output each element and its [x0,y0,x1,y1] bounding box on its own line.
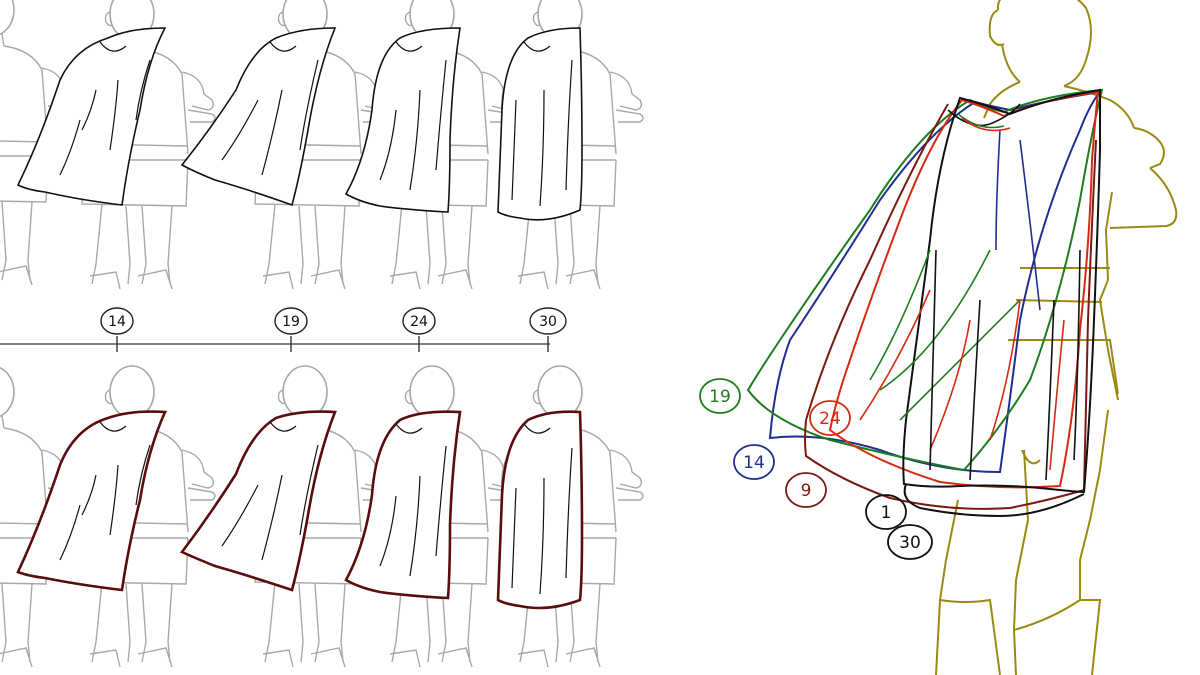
bottom-row [0,365,644,668]
overlay-cape-9 [804,103,1097,510]
timeline-badge [402,307,436,335]
overlay-label-text: 19 [709,387,731,407]
timeline-marker-14: 14 [100,307,134,352]
cape-top-30 [497,27,583,221]
overlay-label-text: 24 [819,409,841,429]
timeline-badge [100,307,134,335]
top-row [0,0,644,290]
overlay-label-24: 24 [809,400,851,436]
cape-folds-bottom-19 [221,421,319,561]
overlay-cape-1 [902,88,1101,494]
overlay-label-text: 30 [899,533,921,553]
cape-folds-bottom-30 [511,423,573,595]
cape-bottom-30 [496,410,584,610]
overlay-label-14: 14 [733,444,775,480]
timeline-label: 14 [108,314,126,330]
timeline-label: 30 [539,314,557,330]
cape-top-19 [180,27,337,207]
timeline-label: 24 [410,314,428,330]
cape-top-24 [344,27,461,213]
cape-folds-bottom-14 [59,421,151,561]
overlay-label-9: 9 [785,472,827,508]
cape-folds-top-19 [221,41,319,176]
timeline-marker-30: 30 [529,307,567,352]
timeline-marker-19: 19 [274,307,308,352]
overlay-label-text: 14 [743,453,765,473]
timeline-label: 19 [282,314,300,330]
cape-top-14 [16,27,167,206]
overlay-cape-30 [903,483,1085,518]
overlay-cape-24 [828,90,1100,489]
overlay-folds [859,103,1081,481]
cape-bottom-19 [179,410,337,592]
overlay-label-text: 1 [881,503,892,523]
timeline-badge [274,307,308,335]
timeline: 14 19 24 30 [0,307,567,352]
cape-bottom-14 [16,410,167,592]
overlay-label-19: 19 [699,378,741,414]
timeline-marker-24: 24 [402,307,436,352]
cape-folds-bottom-24 [379,423,447,577]
cape-bottom-24 [344,410,462,600]
overlay-label-30: 30 [887,524,933,560]
timeline-badge [529,307,567,335]
overlay-figure [935,0,1178,675]
cape-folds-top-14 [59,41,151,176]
overlay-label-text: 9 [801,481,812,501]
cape-folds-top-30 [511,41,573,207]
overlay-panel: 19 14 24 9 1 30 [699,0,1178,675]
cape-folds-top-24 [379,41,447,191]
overlay-label-1: 1 [865,494,907,530]
